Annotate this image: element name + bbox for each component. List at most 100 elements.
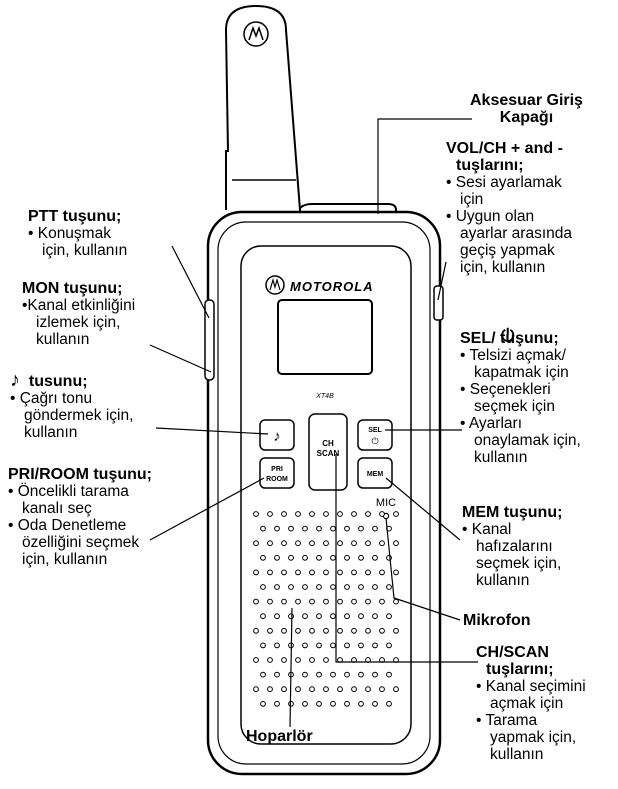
speaker-hole — [274, 671, 280, 678]
speaker-hole — [351, 598, 357, 605]
chscan-line-2: açmak için — [490, 695, 564, 712]
music-line-1: • Çağrı tonu — [10, 390, 93, 407]
brand-logo-m — [269, 277, 281, 291]
sel-button — [357, 419, 393, 451]
speaker-hole — [372, 584, 378, 590]
speaker-hole — [316, 671, 322, 678]
speaker-hole — [393, 627, 399, 634]
speaker-hole — [309, 686, 315, 693]
label-volch: VOL/CH + and - tuşlarını; • Sesi ayarlam… — [446, 140, 572, 276]
speaker-hole — [386, 700, 392, 707]
mon-line-1: •Kanal etkinliğini — [22, 297, 136, 314]
speaker-hole — [295, 598, 301, 605]
speaker-hole — [393, 598, 399, 605]
speaker-hole — [295, 511, 301, 517]
speaker-hole — [316, 584, 322, 590]
speaker-hole — [281, 569, 287, 576]
speaker-hole — [274, 584, 280, 590]
speaker-hole — [267, 598, 273, 605]
mic-label: MIC — [376, 497, 396, 509]
ch-scan-line-1: CH — [322, 439, 334, 448]
speaker-hole — [316, 642, 322, 649]
accessory-title-2: Kapağı — [499, 109, 554, 126]
sel-title: SEL/ tuşunu;⏻ — [460, 327, 581, 347]
pri-title: PRI/ROOM tuşunu; — [8, 466, 152, 483]
top-bump — [299, 203, 397, 214]
speaker-hole — [358, 700, 364, 707]
speaker-hole — [260, 584, 266, 590]
speaker-hole — [316, 554, 322, 561]
speaker-hole — [267, 511, 273, 517]
sel-line-7: kullanın — [474, 449, 528, 466]
speaker-hole — [344, 642, 350, 649]
sel-line-2: kapatmak için — [474, 364, 569, 381]
speaker-hole — [330, 700, 336, 707]
mem-title: MEM tuşunu; — [462, 504, 563, 521]
music-button — [259, 419, 295, 451]
chscan-line-4: yapmak için, — [490, 729, 577, 746]
leader-mon — [149, 344, 212, 373]
mem-line-4: kullanın — [476, 572, 530, 589]
speaker-hole — [323, 686, 329, 693]
radio-body-inner — [217, 221, 431, 765]
speaker-hole — [330, 584, 336, 590]
ptt-line-1: • Konuşmak — [28, 225, 111, 242]
leader-pri — [149, 477, 265, 541]
speaker-hole — [281, 540, 287, 547]
speaker-hole — [337, 511, 343, 517]
leader-mem — [385, 477, 461, 541]
leader-mikrofon — [385, 517, 461, 621]
speaker-hole — [295, 627, 301, 634]
pri-button-line-1: PRI — [271, 466, 283, 473]
speaker-hole — [281, 657, 287, 663]
label-ptt: PTT tuşunu; • Konuşmak için, kullanın — [28, 208, 127, 259]
speaker-hole — [372, 642, 378, 649]
label-mon: MON tuşunu; •Kanal etkinliğini izlemek i… — [22, 280, 135, 348]
speaker-hole — [344, 671, 350, 678]
speaker-hole — [309, 598, 315, 605]
chscan-line-3: • Tarama — [476, 712, 538, 729]
music-title: ♪ tusunu; — [10, 370, 133, 390]
speaker-hole — [351, 627, 357, 634]
speaker-hole — [393, 511, 399, 517]
speaker-hole — [323, 511, 329, 517]
brand-name: MOTOROLA — [290, 279, 374, 294]
speaker-hole — [358, 613, 364, 620]
speaker-hole — [344, 525, 350, 532]
speaker-hole — [309, 627, 315, 634]
speaker-hole — [253, 540, 259, 547]
speaker-hole — [393, 540, 399, 547]
speaker-hole — [365, 598, 371, 605]
leader-music — [155, 427, 269, 435]
speaker-hole — [372, 671, 378, 678]
speaker-hole — [330, 554, 336, 561]
speaker-hole — [267, 657, 273, 663]
speaker-hole — [309, 657, 315, 663]
speaker-hole — [323, 627, 329, 634]
speaker-hole — [365, 569, 371, 576]
volch-line-1: • Sesi ayarlamak — [446, 174, 562, 191]
speaker-hole — [379, 598, 385, 605]
speaker-hole — [309, 569, 315, 576]
speaker-hole — [358, 525, 364, 532]
sel-power-icon: ⏻ — [371, 436, 378, 446]
speaker-hole — [351, 569, 357, 576]
speaker-hole — [330, 642, 336, 649]
speaker-hole — [393, 569, 399, 576]
mem-line-2: hafızalarını — [476, 538, 553, 555]
speaker-hole — [379, 686, 385, 693]
label-mem: MEM tuşunu; • Kanal hafızalarını seçmek … — [462, 504, 562, 589]
speaker-hole — [295, 686, 301, 693]
sel-title-text: SEL/ tuşunu; — [460, 330, 559, 347]
speaker-hole — [302, 613, 308, 620]
speaker-hole — [372, 554, 378, 561]
sel-button-label: SEL — [368, 427, 382, 434]
leader-volch — [437, 261, 447, 301]
pri-button-line-2: ROOM — [266, 476, 288, 483]
speaker-hole — [302, 554, 308, 561]
leader-accessory — [377, 118, 472, 214]
sel-line-5: • Ayarları — [460, 415, 522, 432]
leader-hoparlor — [289, 607, 293, 728]
speaker-hole — [260, 525, 266, 532]
speaker-hole — [316, 525, 322, 532]
